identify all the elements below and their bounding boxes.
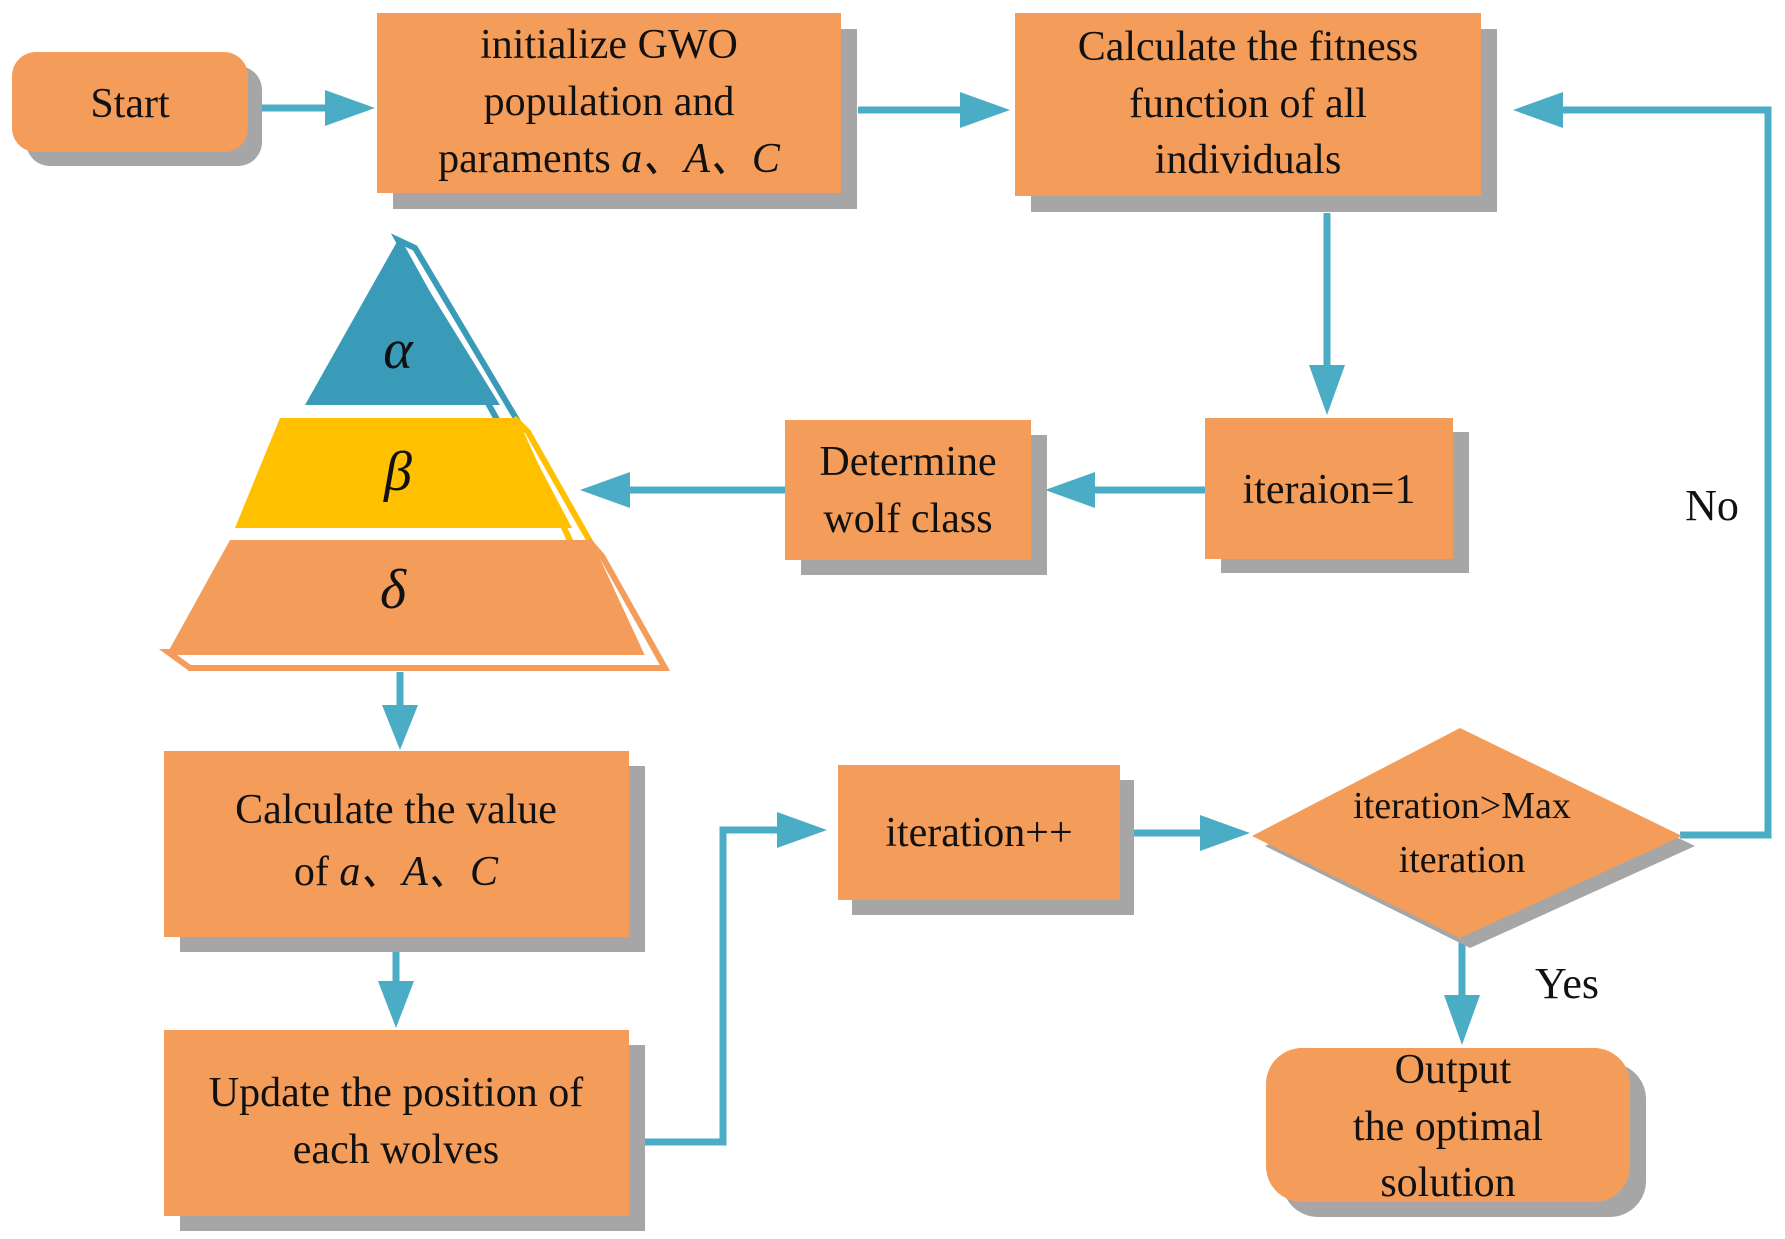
- arrow-hierarchy-to-calc-value: [382, 672, 418, 750]
- initialize-line-1: initialize GWO: [480, 22, 738, 68]
- iteration-init-node: iteraion=1: [1205, 418, 1469, 573]
- iteration-init-label: iteraion=1: [1243, 467, 1416, 513]
- fitness-line-2: function of all: [1129, 81, 1367, 127]
- alpha-tier: α: [305, 233, 526, 428]
- initialize-node: initialize GWO population and paraments …: [377, 13, 857, 209]
- alpha-symbol: α: [383, 319, 414, 381]
- arrow-iteration-init-to-wolf-class: [1045, 472, 1205, 508]
- fitness-line-3: individuals: [1155, 137, 1342, 183]
- beta-symbol: β: [383, 441, 412, 503]
- start-label: Start: [90, 81, 170, 127]
- update-position-node: Update the position of each wolves: [164, 1030, 645, 1231]
- output-line-3: solution: [1380, 1160, 1515, 1206]
- decision-node: iteration>Max iteration: [1252, 728, 1695, 948]
- wolf-hierarchy-pyramid: α β δ: [158, 233, 671, 671]
- update-line-2: each wolves: [293, 1127, 499, 1173]
- decision-line-1: iteration>Max: [1353, 785, 1571, 827]
- arrow-calc-value-to-update: [378, 947, 414, 1028]
- delta-symbol: δ: [380, 559, 407, 621]
- wolf-class-line-1: Determine: [819, 439, 996, 485]
- delta-tier: δ: [158, 538, 671, 671]
- calc-value-line-2-text: of: [294, 849, 340, 895]
- no-branch-label: No: [1685, 481, 1739, 530]
- arrow-start-to-init: [260, 90, 375, 126]
- arrow-fitness-to-iteration-init: [1309, 213, 1345, 415]
- start-node: Start: [12, 52, 262, 166]
- calc-value-params-math: a、A、C: [339, 849, 499, 895]
- arrow-increment-to-decision: [1132, 815, 1250, 851]
- output-line-2: the optimal: [1353, 1104, 1543, 1150]
- arrow-init-to-fitness: [858, 92, 1010, 128]
- output-node: Output the optimal solution: [1266, 1047, 1646, 1217]
- arrow-wolf-class-to-hierarchy: [580, 472, 785, 508]
- initialize-line-2: population and: [484, 79, 735, 125]
- calc-value-line-1: Calculate the value: [235, 787, 557, 833]
- increment-node: iteration++: [838, 765, 1134, 915]
- initialize-params-math: a、A、C: [621, 136, 781, 182]
- connectors: [260, 90, 1772, 1146]
- fitness-node: Calculate the fitness function of all in…: [1015, 13, 1497, 212]
- arrow-update-to-increment: [645, 812, 827, 1146]
- calc-value-line-2: of a、A、C: [294, 849, 499, 895]
- arrow-decision-no-to-fitness: [1513, 92, 1772, 839]
- fitness-line-1: Calculate the fitness: [1078, 24, 1419, 70]
- beta-tier: β: [235, 415, 598, 548]
- decision-line-2: iteration: [1399, 839, 1526, 881]
- wolf-class-node: Determine wolf class: [785, 420, 1047, 575]
- update-line-1: Update the position of: [209, 1070, 583, 1116]
- calc-value-node: Calculate the value of a、A、C: [164, 751, 645, 952]
- output-line-1: Output: [1395, 1047, 1512, 1093]
- initialize-line-3: paraments a、A、C: [438, 136, 781, 182]
- wolf-class-line-2: wolf class: [823, 496, 992, 542]
- arrow-decision-yes-to-output: [1444, 932, 1480, 1045]
- increment-label: iteration++: [885, 810, 1072, 856]
- yes-branch-label: Yes: [1535, 959, 1599, 1008]
- initialize-line-3-text: paraments: [438, 136, 621, 182]
